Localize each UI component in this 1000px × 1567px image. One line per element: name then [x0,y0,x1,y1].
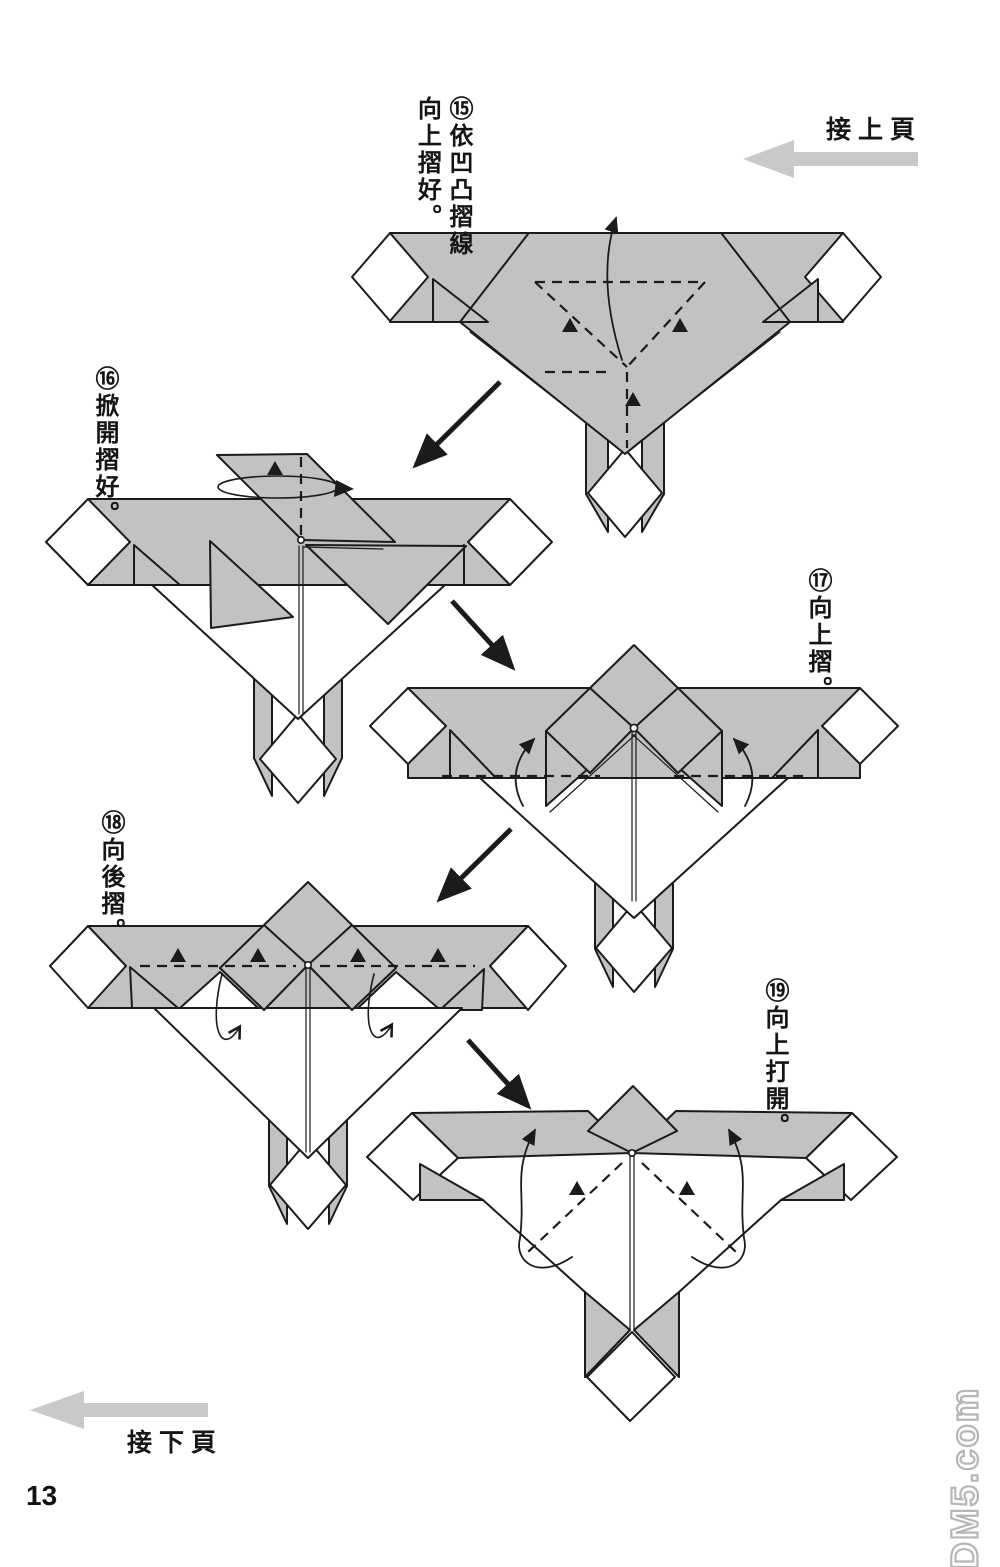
pivot-point [296,535,305,544]
pivot-point [303,960,312,969]
next-page-arrow-icon [30,1391,208,1429]
watermark-logo: DM5.com [943,1385,987,1567]
rotate-arrow-head [334,480,354,497]
step-15-diagram [351,216,882,538]
page-number: 13 [26,1480,58,1511]
wing-tip-diamonds [45,498,553,586]
tail-gray-triangles [584,1291,680,1378]
layer-lines [469,331,781,448]
dashed-fold-lines [534,280,706,448]
pivot-point [629,723,639,733]
center-diamond-flaps [545,644,723,774]
open-up-arrow-right [691,1128,746,1269]
prev-page-arrow-icon [743,140,918,178]
crease-lines [459,233,791,323]
pivot-point [627,1149,636,1158]
wing-tip-diamonds [49,925,567,1011]
tail-white-diamond [595,902,673,993]
fold-up-arrow-left [514,737,536,807]
opened-white-triangle [153,1007,463,1159]
step-19-diagram [366,1085,898,1422]
transition-arrow-16-17 [450,599,516,671]
wing-tip-diamonds [369,687,899,765]
prev-page-label: 接上頁 [826,116,923,144]
fold-direction-markers [562,318,688,406]
under-flap-triangles [449,729,819,779]
transition-arrow-15-16 [412,380,502,469]
transition-arrow-17-18 [436,827,513,903]
fold-behind-loop-right [367,973,394,1039]
step-16-diagram [45,453,553,804]
step-17-caption: ⑰向上摺。 [804,568,831,703]
step-18-caption: ⑱向後摺。 [97,810,124,945]
center-crease-lines [629,1152,635,1331]
step-17-diagram [369,644,899,993]
pocket-white-triangles [179,971,439,1009]
tail-white-diamond [587,448,663,538]
next-page-label: 接下頁 [127,1429,224,1457]
step-19-caption: ⑲向上打開。 [761,978,788,1140]
under-flap-triangles [419,1163,845,1201]
fold-direction-markers [569,1181,695,1195]
fold-up-arrow [604,216,623,361]
transition-arrow-18-19 [466,1038,532,1110]
tail-white-diamond [259,713,337,804]
step-15-caption: ⑮依凹凸摺線 向上摺好。 [413,96,472,258]
dashed-fold-lines [527,1162,737,1253]
step-16-caption: ⑯掀開摺好。 [91,366,118,528]
wing-tip-diamonds [351,232,882,322]
open-up-arrow-left [518,1128,573,1269]
tail-white-diamond [586,1331,676,1422]
center-crease-lines [305,964,311,1153]
step-18-diagram [49,881,567,1230]
standing-flaps [209,540,467,629]
center-crease-lines [549,727,719,902]
fold-direction-marker [267,461,283,475]
fold-behind-loop-left [215,973,242,1041]
opened-white-triangle [479,777,789,919]
fold-up-arrow-right [732,737,754,807]
tail-white-diamond [269,1139,347,1230]
center-crease-lines [298,545,384,715]
